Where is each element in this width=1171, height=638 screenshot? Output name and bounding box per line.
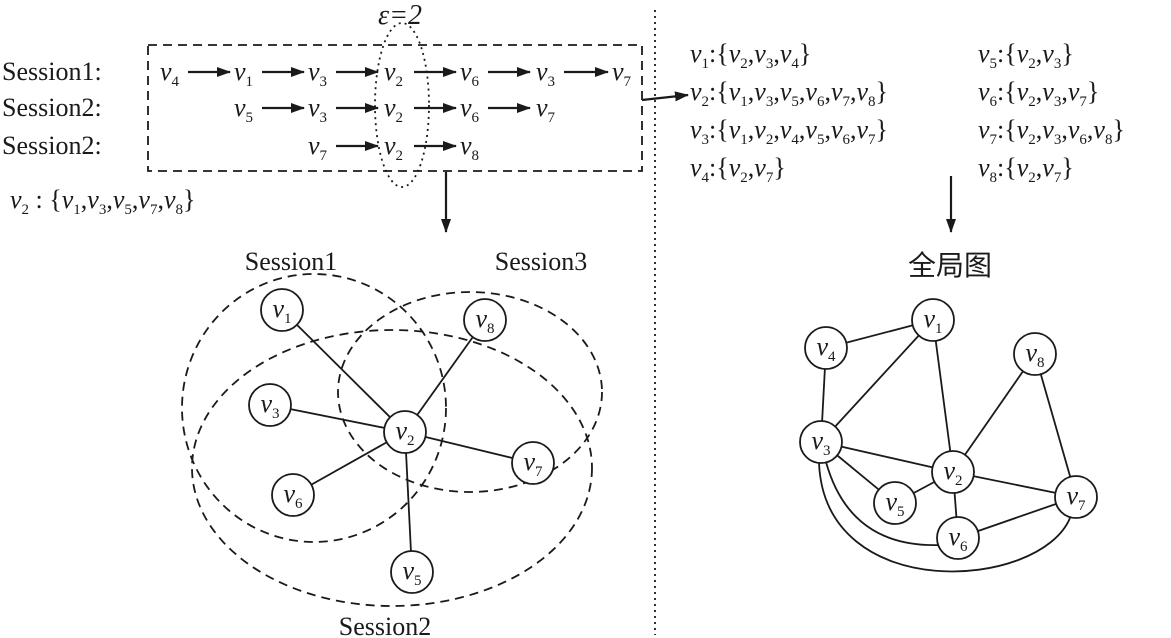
seq-node: v2: [384, 131, 403, 164]
right-arrow-to-lists: [641, 91, 689, 102]
session1-ellipse: [181, 273, 447, 543]
global-node-v3: v3: [799, 420, 843, 464]
neighbor-list-v7: v7:{v2,v3,v6,v8}: [978, 115, 1125, 148]
svg-text:v7: v7: [523, 447, 543, 480]
session-row-label-1: Session1:: [2, 57, 102, 86]
global-graph: 全局图 v1 v4 v8 v3 v2: [799, 249, 1098, 573]
session2-label: Session2: [339, 612, 431, 638]
global-node-v8: v8: [1013, 332, 1057, 376]
seq-node: v4: [160, 57, 180, 90]
session-node-v8: v8: [463, 298, 507, 342]
session-row-1-sequence: v4 v1 v3 v2 v6 v3 v7: [160, 57, 632, 90]
session-row-3-sequence: v7 v2 v8: [308, 131, 479, 164]
seq-node: v7: [612, 57, 632, 90]
session-node-v1: v1: [260, 288, 304, 332]
seq-node: v2: [384, 93, 403, 126]
seq-node: v8: [460, 131, 479, 164]
local-neighbor-list: v2 : {v1,v3,v5,v7,v8}: [10, 185, 195, 218]
neighbor-list-v3: v3:{v1,v2,v4,v5,v6,v7}: [690, 115, 888, 148]
svg-text:v5: v5: [402, 556, 421, 589]
svg-text:v6: v6: [283, 479, 303, 512]
graph-edge: [820, 441, 954, 473]
session2-ellipse: [191, 329, 593, 607]
svg-text:v7: v7: [1066, 481, 1086, 514]
svg-text:v3: v3: [811, 426, 830, 459]
session-row-label-2: Session2:: [2, 93, 102, 122]
global-neighbor-lists: v1:{v2,v3,v4} v2:{v1,v3,v5,v6,v7,v8} v3:…: [690, 39, 1125, 233]
svg-text:v8: v8: [1025, 338, 1044, 371]
seq-node: v3: [536, 57, 555, 90]
graph-edge: [932, 319, 954, 473]
session-sequences-panel: ε=2 Session1: Session2: Session2: v4 v1 …: [2, 0, 689, 233]
seq-node: v1: [234, 57, 253, 90]
graph-edge: [820, 319, 934, 443]
graph-edge: [281, 309, 406, 433]
global-node-v5: v5: [873, 481, 917, 525]
svg-text:v5: v5: [885, 487, 904, 520]
session-graph: Session1 Session3 Session2 v1 v3 v6 v8: [181, 247, 603, 638]
neighbor-list-v6: v6:{v2,v3,v7}: [978, 77, 1099, 110]
session-row-2-sequence: v5 v3 v2 v6 v7: [234, 93, 556, 126]
svg-text:v3: v3: [260, 389, 279, 422]
graph-edge: [825, 461, 941, 546]
seq-node: v5: [234, 93, 253, 126]
global-node-v4: v4: [804, 326, 848, 370]
svg-text:v8: v8: [475, 304, 494, 337]
session3-ellipse: [337, 291, 603, 493]
global-node-v2: v2: [931, 450, 975, 494]
seq-node: v7: [308, 131, 328, 164]
graph-edge: [818, 462, 1071, 573]
svg-text:v2: v2: [395, 416, 414, 449]
graph-edge: [1034, 353, 1077, 498]
session3-label: Session3: [495, 247, 587, 276]
epsilon-label: ε=2: [378, 0, 422, 31]
graph-edge: [404, 431, 413, 573]
neighbor-list-v2: v2:{v1,v3,v5,v6,v7,v8}: [690, 77, 888, 110]
svg-text:v1: v1: [923, 304, 942, 337]
global-node-v7: v7: [1054, 475, 1098, 519]
graph-edge: [404, 431, 534, 464]
seq-node: v6: [460, 93, 480, 126]
seq-node: v3: [308, 93, 327, 126]
neighbor-list-v5: v5:{v2,v3}: [978, 39, 1074, 72]
session-node-v5: v5: [390, 550, 434, 594]
global-node-v6: v6: [936, 516, 980, 560]
global-node-v1: v1: [911, 298, 955, 342]
graph-edge: [404, 319, 486, 433]
neighbor-list-v1: v1:{v2,v3,v4}: [690, 39, 811, 72]
neighbor-list-v4: v4:{v2,v7}: [690, 153, 786, 186]
neighbor-list-v8: v8:{v2,v7}: [978, 153, 1074, 186]
svg-text:v1: v1: [272, 294, 291, 327]
session-node-v7: v7: [511, 441, 555, 485]
graph-edge: [952, 353, 1036, 473]
session1-label: Session1: [245, 247, 337, 276]
global-graph-title: 全局图: [908, 249, 992, 282]
seq-node: v3: [308, 57, 327, 90]
session-node-v2-center: v2: [383, 410, 427, 454]
session-row-label-3: Session2:: [2, 131, 102, 160]
sessions-dashed-box: [147, 44, 643, 172]
svg-text:v6: v6: [948, 522, 968, 555]
session-node-v3: v3: [248, 383, 292, 427]
seq-node: v2: [384, 57, 403, 90]
svg-text:v2: v2: [943, 456, 962, 489]
session-node-v6: v6: [271, 473, 315, 517]
seq-node: v6: [460, 57, 480, 90]
svg-text:v4: v4: [816, 332, 836, 365]
graph-edge: [269, 404, 406, 433]
seq-node: v7: [536, 93, 556, 126]
